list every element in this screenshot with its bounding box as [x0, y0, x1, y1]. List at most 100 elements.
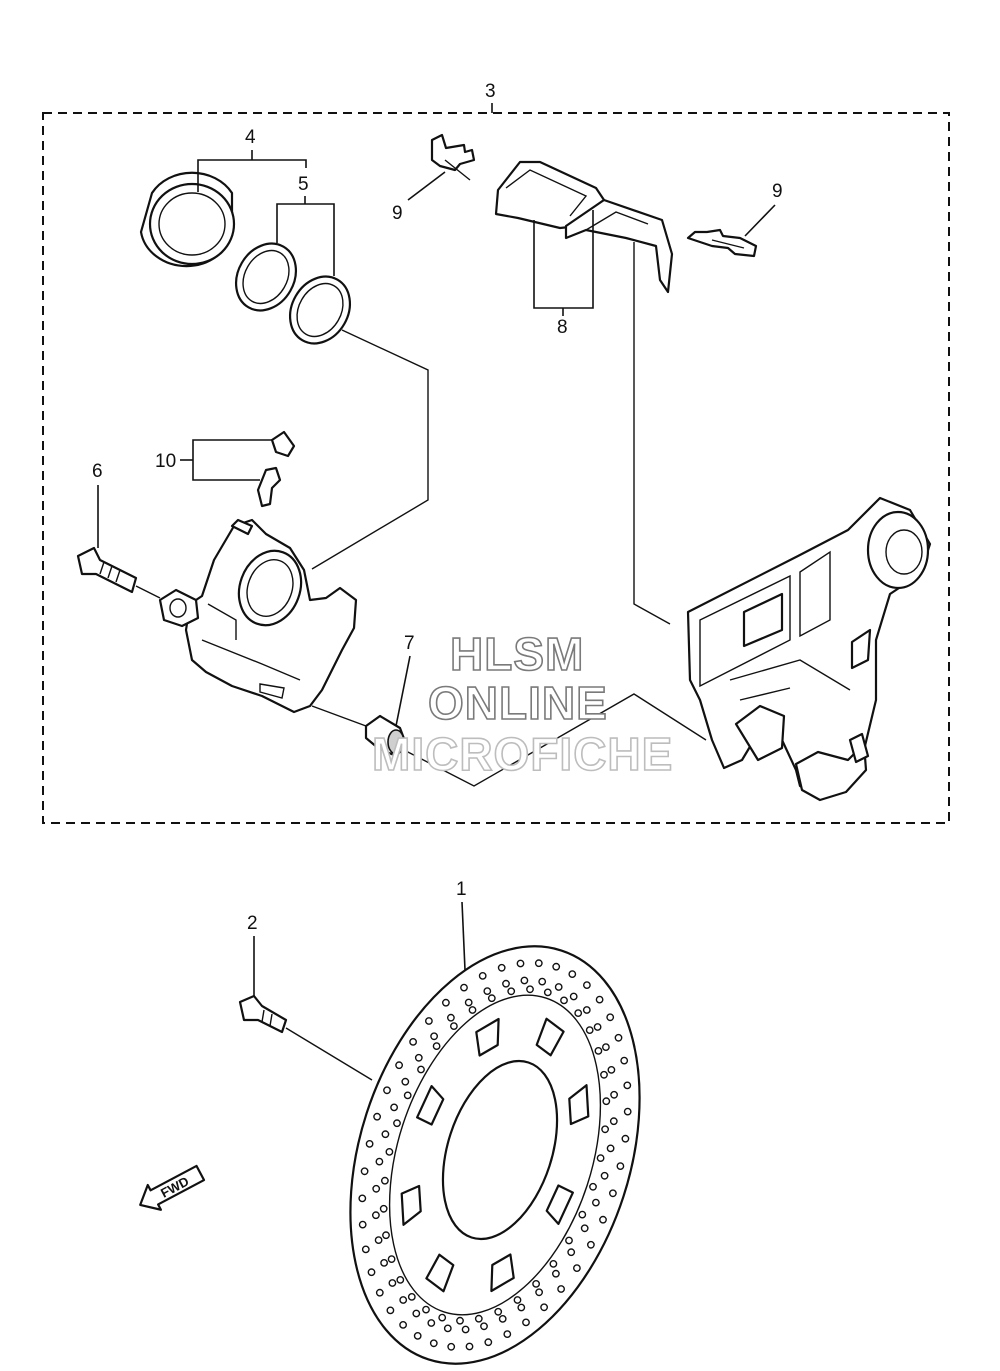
disc-hole [413, 1332, 422, 1340]
disc-hole [414, 1053, 423, 1062]
disc-hole [401, 1077, 410, 1086]
pad-spring-right[interactable] [686, 228, 758, 258]
disc-hole [516, 959, 525, 968]
disc-hole [438, 1313, 447, 1322]
piston-seal-kit[interactable] [224, 233, 361, 355]
disc-hole [532, 1280, 540, 1288]
disc-hole [395, 1061, 403, 1070]
callout-10[interactable]: 10 [155, 439, 272, 481]
disc-hole [507, 987, 516, 996]
disc-hole [487, 994, 496, 1003]
brake-pad-kit[interactable] [494, 160, 674, 294]
disc-hole [616, 1162, 625, 1171]
disc-hole [361, 1245, 370, 1254]
caliper-assembly-boundary [42, 112, 950, 824]
piston[interactable] [139, 171, 236, 268]
bolt-to-caliper-line [135, 585, 161, 599]
disc-hole [583, 981, 591, 989]
disc-hole [585, 1026, 594, 1035]
caliper-bracket[interactable] [686, 496, 932, 802]
bleed-screw[interactable] [256, 466, 282, 508]
brake-caliper[interactable] [158, 518, 358, 714]
callout-9a-label: 9 [392, 203, 403, 224]
pad-spring-left[interactable] [430, 133, 476, 181]
disc-hole [372, 1184, 381, 1193]
disc-lightening-slots [400, 1017, 590, 1293]
disc-hole [595, 995, 604, 1004]
callout-5[interactable]: 5 [276, 174, 335, 276]
disc-hole [409, 1038, 417, 1046]
disc-hole [399, 1321, 407, 1329]
disc-hole [390, 1103, 398, 1112]
callout-7-label: 7 [404, 633, 415, 654]
disc-hole [498, 1315, 507, 1323]
disc-hole [386, 1306, 395, 1315]
callout-8[interactable]: 8 [533, 210, 594, 338]
disc-hole [534, 959, 543, 968]
disc-hole [412, 1309, 421, 1318]
disc-hole [464, 998, 473, 1007]
callout-3[interactable]: 3 [485, 81, 496, 113]
callout-9a[interactable]: 9 [392, 171, 446, 224]
callout-9b[interactable]: 9 [744, 181, 783, 237]
disc-hole [587, 1240, 595, 1249]
disc-hole [460, 983, 468, 992]
disc-hole [494, 1307, 503, 1316]
callout-6-label: 6 [92, 461, 103, 482]
callout-6[interactable]: 6 [92, 461, 103, 548]
disc-hole [582, 1006, 591, 1014]
disc-hole [429, 1339, 438, 1348]
watermark-line-2: ONLINE [428, 677, 608, 729]
disc-hole [600, 1171, 609, 1180]
disc-hole [422, 1305, 430, 1314]
disc-hole [396, 1276, 405, 1284]
disc-hole [480, 1322, 488, 1331]
disc-hole [601, 1125, 609, 1134]
disc-hole [574, 1009, 583, 1017]
bleed-screw-cap[interactable] [270, 430, 296, 458]
callout-10-label: 10 [155, 451, 176, 472]
brake-disc[interactable] [300, 909, 690, 1371]
disc-hole [560, 996, 568, 1005]
callout-7[interactable]: 7 [395, 633, 415, 727]
disc-hole [594, 1047, 603, 1055]
disc-hole [557, 1285, 565, 1293]
callout-9b-label: 9 [772, 181, 783, 202]
disc-hole [602, 1043, 610, 1052]
disc-hole [382, 1231, 390, 1240]
pad-to-bracket-line [633, 242, 671, 625]
callout-2-label: 2 [247, 913, 258, 934]
disc-slot [425, 1253, 455, 1293]
disc-hole [385, 1148, 394, 1156]
disc-hole [609, 1189, 617, 1198]
disc-hole [602, 1097, 611, 1106]
disc-hole [474, 1314, 483, 1323]
disc-hole [446, 1013, 455, 1022]
disc-slot [535, 1017, 565, 1057]
disc-hole [461, 1325, 470, 1334]
disc-hole [596, 1154, 605, 1163]
disc-hole [427, 1319, 436, 1327]
disc-hole [456, 1316, 464, 1325]
caliper-bolt[interactable] [76, 546, 138, 594]
boot-path-line [403, 693, 707, 787]
disc-hole [567, 1248, 576, 1257]
watermark-line-3: MICROFICHE [372, 728, 673, 780]
disc-hole [374, 1236, 383, 1245]
disc-slot [545, 1184, 574, 1225]
disc-hole [520, 976, 529, 985]
disc-hole [393, 1119, 401, 1128]
disc-hole [517, 1303, 526, 1312]
disc-hole [383, 1086, 391, 1095]
callout-2[interactable]: 2 [247, 913, 258, 996]
disc-hole [593, 1023, 602, 1031]
disc-bolt[interactable] [238, 994, 288, 1034]
callout-3-label: 3 [485, 81, 496, 102]
boot-to-bracket-line [311, 705, 367, 727]
disc-cooling-holes [358, 959, 632, 1351]
callout-4[interactable]: 4 [197, 127, 307, 192]
callout-1[interactable]: 1 [456, 879, 467, 971]
disc-hole [607, 1066, 616, 1074]
fwd-direction-arrow: FWD [139, 1164, 206, 1211]
disc-hole [371, 1211, 380, 1220]
